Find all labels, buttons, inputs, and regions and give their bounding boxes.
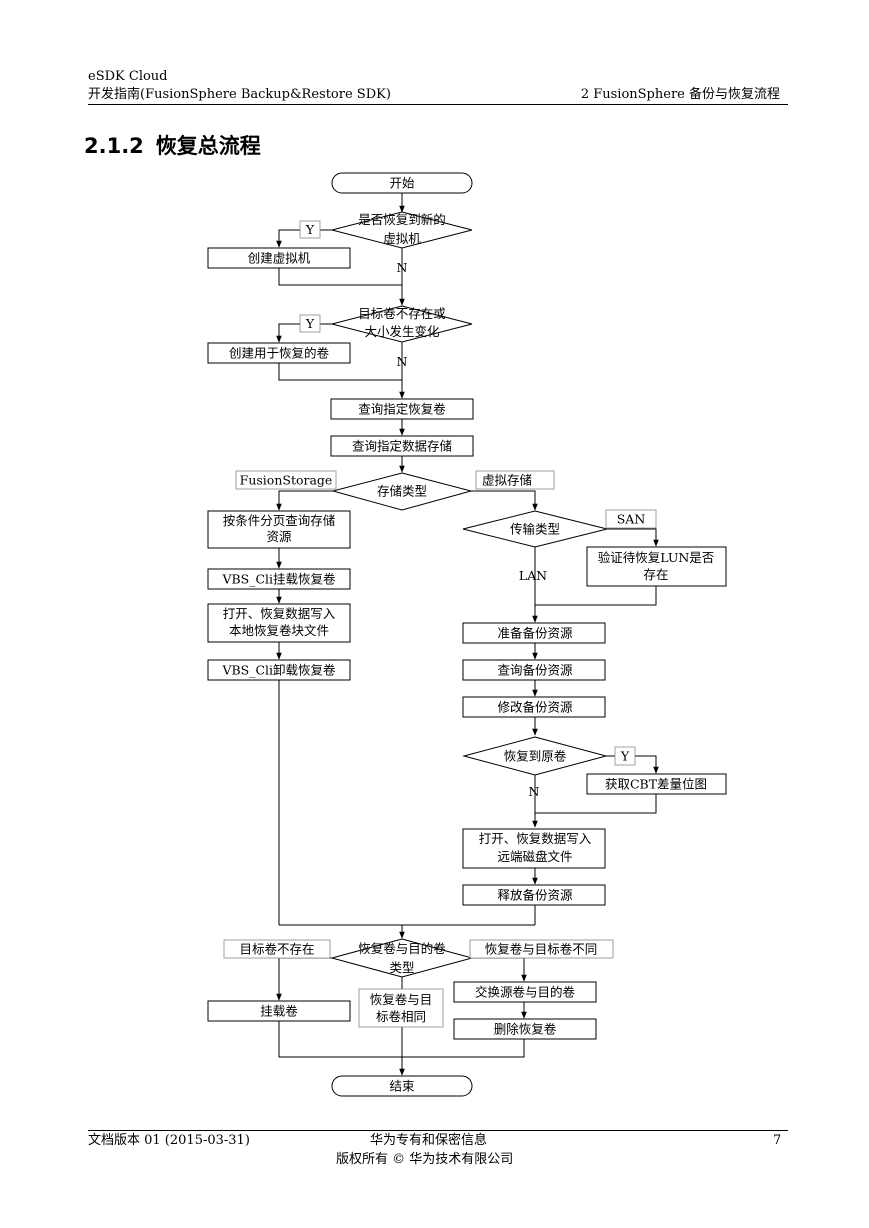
start-terminal: 开始 (331, 172, 473, 194)
svg-text:查询指定数据存储: 查询指定数据存储 (352, 439, 452, 454)
section-heading: 2.1.2 恢复总流程 (84, 130, 261, 160)
svg-text:按条件分页查询存储: 按条件分页查询存储 (223, 513, 336, 528)
process-delete-restore-volume: 删除恢复卷 (453, 1018, 597, 1040)
label-yes-new-vm: Y (305, 222, 315, 237)
decision-restore-original: 恢复到原卷 (462, 736, 608, 776)
decision-new-vm: 是否恢复到新的 虚拟机 (331, 211, 473, 249)
label-volumes-same-line1: 恢复卷与目 (370, 992, 433, 1007)
svg-text:查询备份资源: 查询备份资源 (497, 663, 573, 678)
footer-copyright: 版权所有 © 华为技术有限公司 (336, 1152, 514, 1167)
decision-target-line1: 目标卷不存在或 (358, 306, 446, 321)
decision-volume-type: 恢复卷与目的卷 类型 (330, 938, 474, 978)
end-label: 结束 (389, 1079, 415, 1094)
svg-text:挂载卷: 挂载卷 (260, 1004, 298, 1019)
svg-text:存储类型: 存储类型 (377, 484, 427, 499)
process-release-backup: 释放备份资源 (462, 884, 606, 906)
process-attach-volume: 挂载卷 (207, 1000, 351, 1022)
footer-rule (88, 1130, 788, 1131)
process-prepare-backup: 准备备份资源 (462, 622, 606, 644)
process-modify-backup: 修改备份资源 (462, 696, 606, 718)
svg-text:资源: 资源 (266, 529, 292, 544)
footer-page-number: 7 (773, 1133, 782, 1148)
decision-storage-type: 存储类型 (331, 472, 473, 511)
footer-confidential: 华为专有和保密信息 (370, 1133, 488, 1148)
section-title: 恢复总流程 (155, 134, 261, 158)
process-get-cbt: 获取CBT差量位图 (586, 773, 727, 795)
svg-text:本地恢复卷块文件: 本地恢复卷块文件 (229, 623, 329, 638)
process-query-backup: 查询备份资源 (462, 659, 606, 681)
label-no-target: N (397, 354, 408, 369)
svg-text:VBS_Cli挂载恢复卷: VBS_Cli挂载恢复卷 (221, 572, 336, 587)
label-no-restore-original: N (529, 784, 540, 799)
svg-text:准备备份资源: 准备备份资源 (497, 626, 573, 641)
svg-text:恢复到原卷: 恢复到原卷 (504, 749, 567, 764)
process-query-restore-volume: 查询指定恢复卷 (330, 398, 474, 420)
process-create-vm: 创建虚拟机 (207, 247, 351, 269)
footer-doc-version: 文档版本 01 (2015-03-31) (88, 1133, 250, 1148)
decision-new-vm-line2: 虚拟机 (383, 231, 421, 246)
svg-text:类型: 类型 (389, 960, 414, 975)
svg-text:传输类型: 传输类型 (510, 522, 560, 537)
section-number: 2.1.2 (84, 134, 144, 158)
decision-target-line2: 大小发生变化 (364, 324, 440, 339)
header-chapter-title: 2 FusionSphere 备份与恢复流程 (580, 87, 780, 102)
process-create-restore-volume: 创建用于恢复的卷 (207, 342, 351, 364)
svg-text:VBS_Cli卸载恢复卷: VBS_Cli卸载恢复卷 (221, 663, 336, 678)
label-lan: LAN (519, 568, 547, 583)
decision-transport-type: 传输类型 (462, 510, 608, 548)
svg-text:创建虚拟机: 创建虚拟机 (248, 251, 311, 266)
label-yes-restore-original: Y (620, 749, 630, 764)
process-vbs-detach: VBS_Cli卸载恢复卷 (207, 659, 351, 681)
svg-text:恢复卷与目的卷: 恢复卷与目的卷 (358, 941, 446, 956)
svg-text:查询指定恢复卷: 查询指定恢复卷 (358, 402, 446, 417)
label-no-new-vm: N (397, 260, 408, 275)
label-virtual-storage: 虚拟存储 (482, 473, 532, 488)
header-product: eSDK Cloud (88, 69, 168, 84)
decision-new-vm-line1: 是否恢复到新的 (358, 212, 446, 227)
svg-text:释放备份资源: 释放备份资源 (497, 888, 573, 903)
label-san: SAN (617, 512, 646, 527)
header-guide-title: 开发指南(FusionSphere Backup&Restore SDK) (88, 87, 391, 102)
process-query-storage-resources: 按条件分页查询存储 资源 (207, 510, 351, 549)
svg-text:打开、恢复数据写入: 打开、恢复数据写入 (223, 606, 336, 621)
label-target-not-exist: 目标卷不存在 (239, 942, 314, 957)
process-query-datastore: 查询指定数据存储 (330, 435, 474, 457)
label-yes-target: Y (305, 316, 315, 331)
svg-text:获取CBT差量位图: 获取CBT差量位图 (605, 777, 707, 792)
svg-text:交换源卷与目的卷: 交换源卷与目的卷 (475, 985, 576, 1000)
header-rule (88, 104, 788, 105)
svg-text:删除恢复卷: 删除恢复卷 (494, 1022, 557, 1037)
decision-target-volume: 目标卷不存在或 大小发生变化 (331, 305, 473, 343)
end-terminal: 结束 (331, 1075, 473, 1097)
svg-text:创建用于恢复的卷: 创建用于恢复的卷 (229, 346, 330, 361)
svg-text:存在: 存在 (643, 567, 668, 582)
label-volumes-differ: 恢复卷与目标卷不同 (485, 942, 598, 957)
svg-text:打开、恢复数据写入: 打开、恢复数据写入 (479, 831, 592, 846)
process-write-local: 打开、恢复数据写入 本地恢复卷块文件 (207, 603, 351, 643)
process-verify-lun: 验证待恢复LUN是否 存在 (586, 546, 727, 587)
label-fusionstorage: FusionStorage (240, 473, 333, 488)
svg-text:验证待恢复LUN是否: 验证待恢复LUN是否 (598, 550, 715, 565)
label-volumes-same-line2: 标卷相同 (376, 1009, 426, 1024)
start-label: 开始 (389, 176, 415, 191)
svg-text:修改备份资源: 修改备份资源 (497, 700, 573, 715)
svg-text:远端磁盘文件: 远端磁盘文件 (497, 849, 572, 864)
process-swap-volumes: 交换源卷与目的卷 (453, 981, 597, 1003)
process-vbs-attach: VBS_Cli挂载恢复卷 (207, 568, 351, 590)
process-write-remote: 打开、恢复数据写入 远端磁盘文件 (462, 828, 606, 869)
